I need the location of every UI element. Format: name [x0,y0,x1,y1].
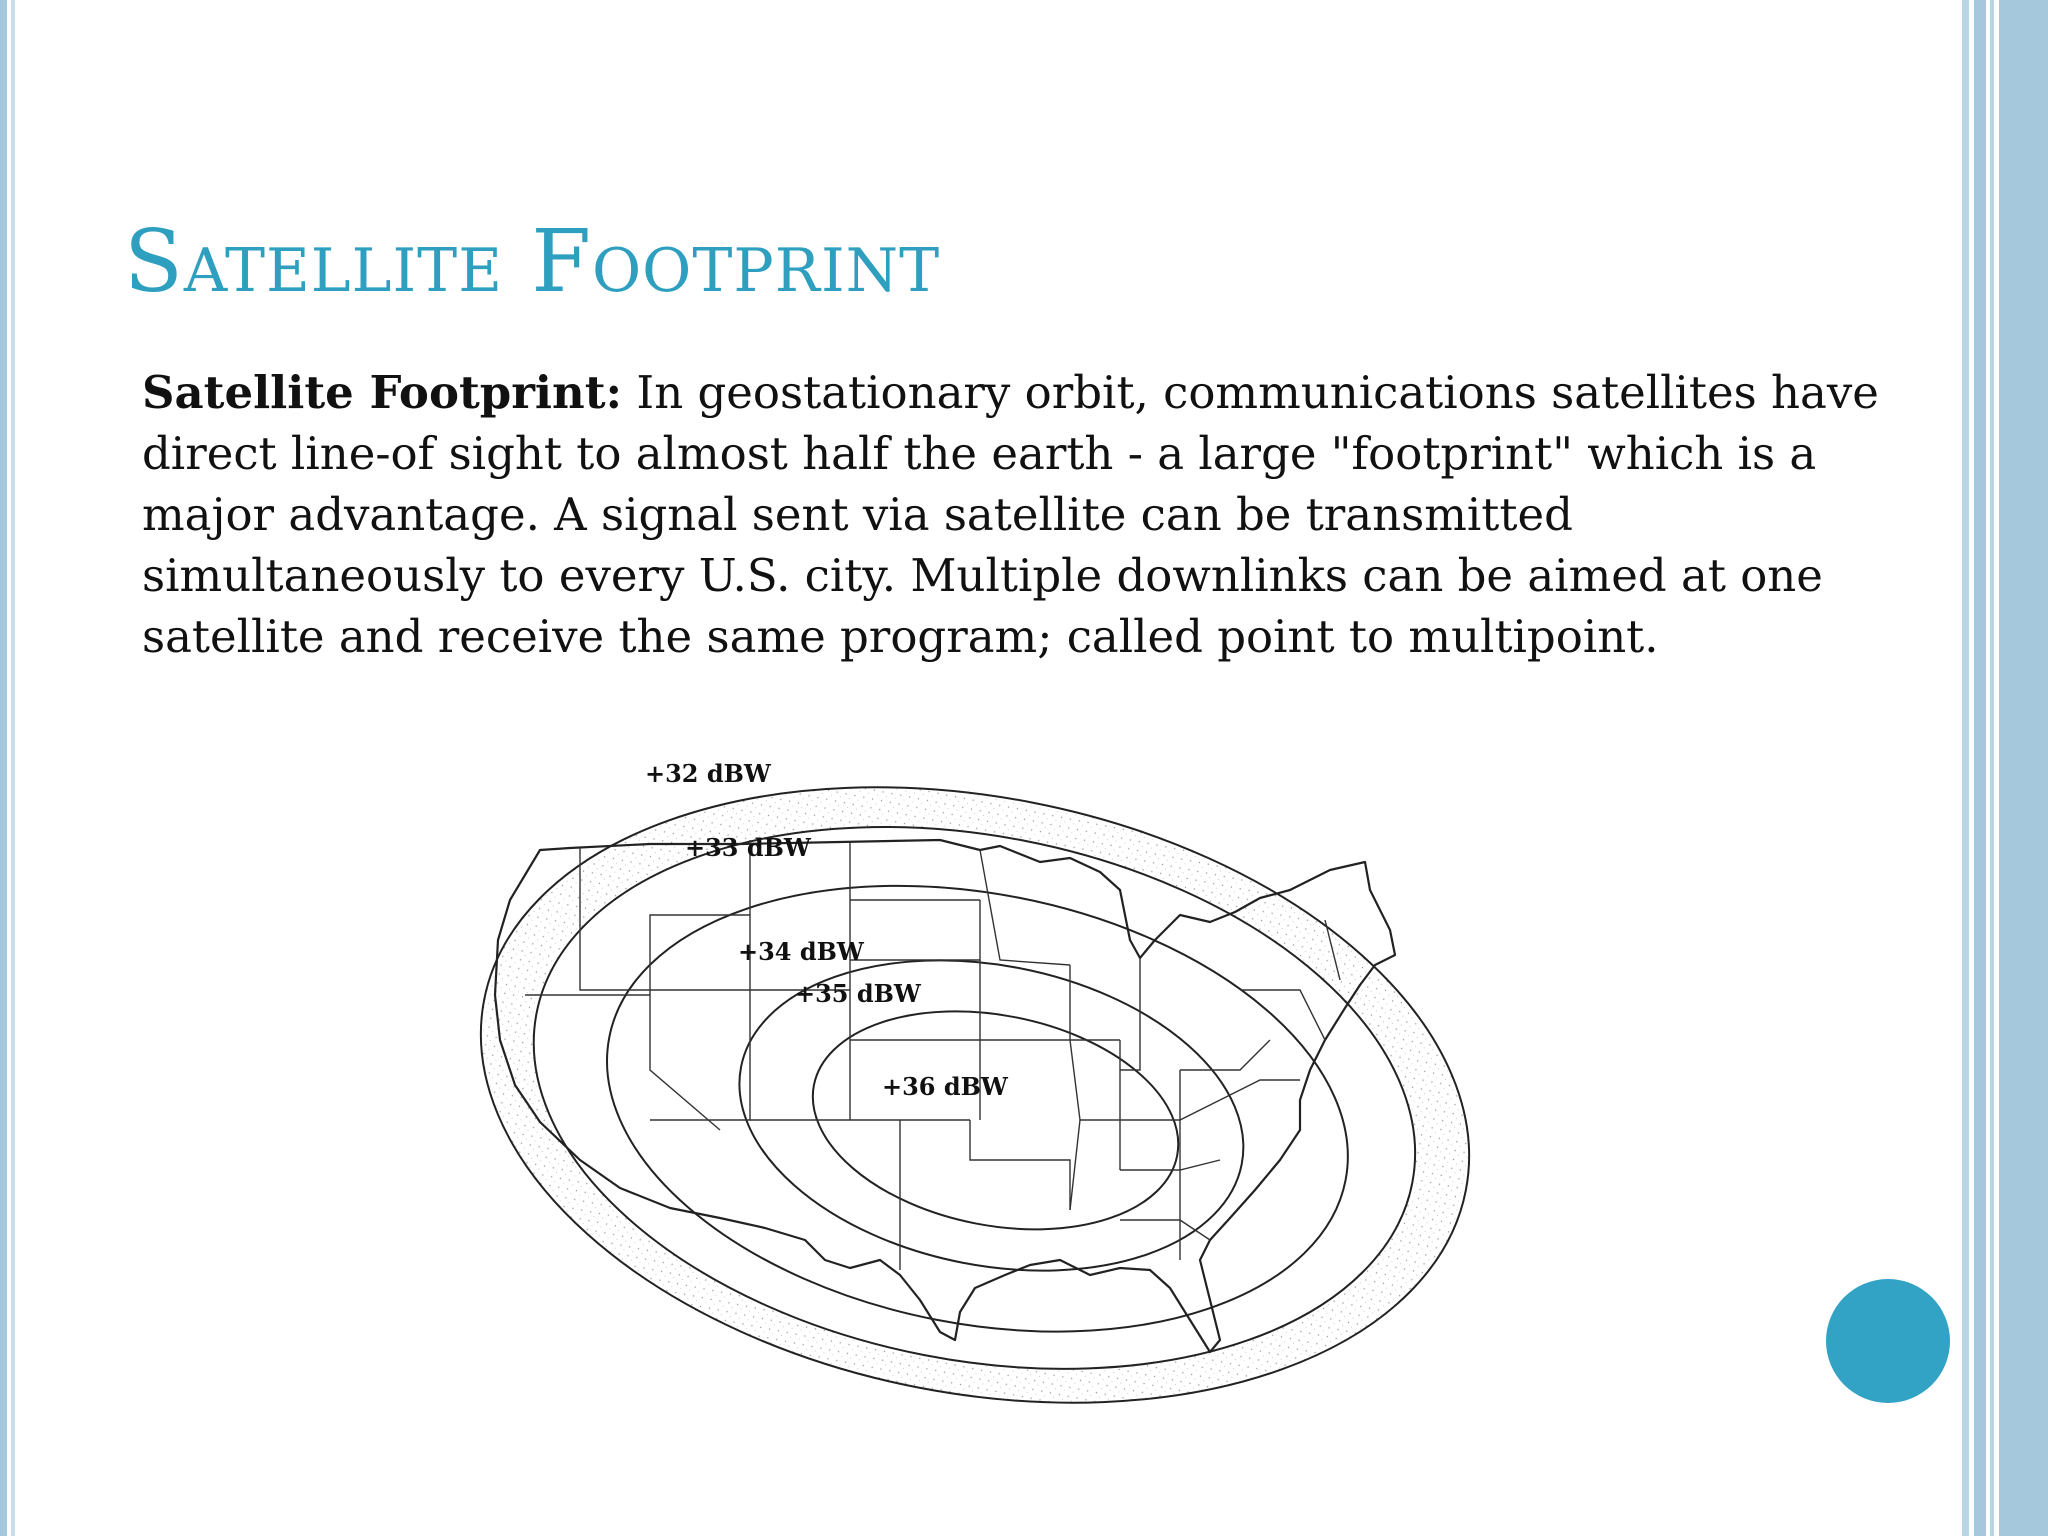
left-border-bar [0,0,7,1536]
contour-label-36: +36 dBW [882,1072,1009,1101]
slide-title: Satellite Footprint [124,212,941,312]
contour-ring-33 [532,826,1417,1370]
contour-label-32: +32 dBW [645,759,772,788]
right-border-bar [1999,0,2048,1536]
contour-label-34: +34 dBW [738,937,865,966]
contour-label-35: +35 dBW [795,979,922,1008]
circle-nav-icon[interactable] [1826,1279,1950,1403]
body-term: Satellite Footprint: [142,366,623,419]
slide-body-text: Satellite Footprint: In geostationary or… [142,362,1902,667]
satellite-footprint-map: +32 dBW +33 dBW +34 dBW +35 dBW +36 dBW [479,759,1471,1404]
right-border-bar [1990,0,1994,1536]
body-description: In geostationary orbit, communications s… [142,366,1879,663]
left-border-bar [11,0,15,1536]
contour-ring-34 [606,884,1349,1333]
contour-label-33: +33 dBW [685,833,812,862]
contour-ring-36 [811,1010,1180,1231]
contour-ring-35 [738,959,1245,1272]
right-border-bar [1974,0,1986,1536]
right-border-bar [1962,0,1969,1536]
state-boundaries [525,840,1341,1270]
